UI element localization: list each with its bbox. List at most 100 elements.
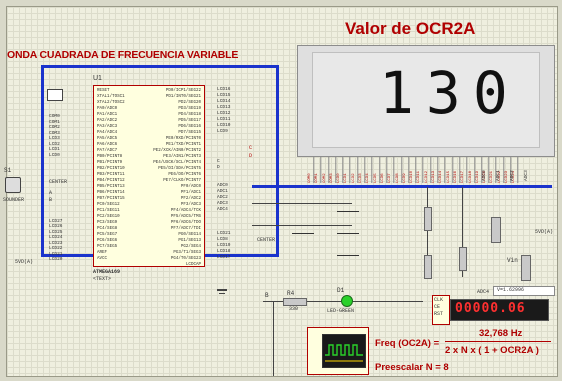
net-label: LCD25 [49,229,63,235]
mcu-pin-label: PA1/ADC1 [97,113,118,117]
mcu-pin-label: PB7/PCINT15 [97,197,125,201]
counter-display: 00000.06 [450,299,549,321]
adc-label: ADC1 [496,170,501,181]
mcu-pin-label: PE3/AIN1/PCINT3 [163,155,201,159]
potentiometer-1[interactable] [491,217,501,243]
formula-divider [445,341,551,342]
net-label: LCD21 [49,251,63,257]
crystal-icon [47,89,63,101]
vin-pin-label: 5VD(A) [535,229,554,235]
lcd-pin-label: LCD4 [365,157,373,183]
mcu-pin-label: PA3/ADC3 [97,125,118,129]
potentiometer-vin[interactable] [521,255,531,281]
net-label: LCD8 [217,237,228,242]
switch-3[interactable] [337,233,359,240]
net-label: LCD9 [217,129,228,134]
ce-label: CE [434,304,441,310]
lcd-pin-label: LCD5 [372,157,380,183]
net-label: LCD2 [49,141,60,147]
b-node-label: B [265,292,269,299]
net-label: LCD0 [49,152,60,158]
net-label: LCD23 [49,240,63,246]
mcu-pin-label: PE0/RXD/PCINT0 [165,137,201,141]
blue-bus-right [276,65,279,257]
mcu-pin-label: PE4/USCK/SCL/PCINT4 [153,161,201,165]
mcu-pin-label: PB0/PCINT8 [97,155,123,159]
mcu-pin-label: PE5/DI/SDA/PCINT5 [158,167,201,171]
switch-2[interactable] [292,233,314,240]
mcu-pin-label: PA2/ADC2 [97,119,118,123]
net-label: LCD1 [49,147,60,152]
mcu-pin-label: PD3/SEG19 [178,107,201,111]
mcu-pin-label: PG1/SEG13 [178,239,201,243]
schematic-sheet[interactable]: Valor de OCR2A ONDA CUADRADA DE FRECUENC… [3,6,558,377]
vin-src-label: 5VD(A) [15,259,34,265]
center-label-left: CENTER [49,179,68,185]
mcu-pin-label: XTAL1/TOSC1 [97,95,125,99]
lcd-value: 130 [379,59,520,127]
mcu-pin-label: PF1/ADC1 [180,191,201,195]
net-label: D [217,165,220,170]
led-d1-icon[interactable] [341,295,353,307]
resistor-2[interactable] [424,255,432,279]
net-label: LCD27 [49,218,63,224]
lcd-display[interactable]: 130 [297,45,555,157]
net-label: LCD16 [217,87,231,92]
mcu-pin-label: PF7/ADC7/TDI [170,227,201,231]
lcd-pin-label: LCD8 [394,157,402,183]
formula-numerator: 32,768 Hz [479,328,523,339]
lcd-pin-label: COM1 [314,157,322,183]
ladder-rail-2 [462,187,463,277]
switch-4[interactable] [337,255,359,262]
mcu-ref: U1 [93,75,102,82]
scope-screen [322,334,366,368]
c-label: C [249,145,253,151]
mcu-pin-label: PC5/SEG7 [97,233,118,237]
mcu-pin-label: AVCC [97,257,108,261]
net-label: ADC4 [217,207,228,212]
adc-labels: ADC0 ADC1 ADC2 ADC3 [481,157,530,181]
mcu-pin-label: PB5/PCINT13 [97,185,125,189]
net-label: COM1 [49,119,60,125]
adc-label: ADC2 [510,170,515,181]
mcu-pin-label: PD6/SEG16 [178,125,201,129]
mcu-pin-label: PB6/PCINT14 [97,191,125,195]
sounder-label: SOUNDER [3,197,25,203]
mcu-text: <TEXT> [93,276,112,282]
resistor-1[interactable] [424,207,432,231]
encoder-icon[interactable] [5,177,21,193]
mcu-pin-label: PG2/SEG4 [180,245,201,249]
adc-label: ADC3 [524,170,529,181]
mcu-pin-label: PD0/ICP1/SEG22 [165,89,201,93]
net-label: LCD18 [217,249,231,254]
a-label: A [49,190,53,196]
lcd-pin-label: LCD15 [445,157,453,183]
net-label: LCD21 [217,231,231,236]
mcu-pin-label: PC0/SEG12 [97,203,120,207]
ladder-rail [427,187,428,277]
lcd-pin-label: COM2 [321,157,329,183]
d1-label: D1 [337,287,345,294]
switch-1[interactable] [337,211,359,218]
oscilloscope-box[interactable] [307,327,369,375]
mcu-pin-label: PC3/SEG9 [97,221,118,225]
adc-label: ADC0 [482,170,487,181]
lcd-pin-label: LCD17 [460,157,468,183]
counter-box[interactable] [432,295,450,325]
resistor-r4[interactable] [283,298,307,306]
mcu-pin-label: PB4/PCINT12 [97,179,125,183]
lcd-pin-label: LCD11 [416,157,424,183]
resistor-3[interactable] [459,247,467,271]
lcd-pin-label: LCD18 [467,157,475,183]
mcu-pin-label: PC4/SEG8 [97,227,118,231]
lcd-glass: 130 [312,52,540,148]
b-label: B [49,197,53,203]
scope-wave-icon [325,344,363,362]
adc4-label: ADC4 [477,289,490,295]
ground-icon [217,289,227,291]
net-label: COM0 [49,114,60,119]
lcd-pin-label: LCD12 [423,157,432,183]
